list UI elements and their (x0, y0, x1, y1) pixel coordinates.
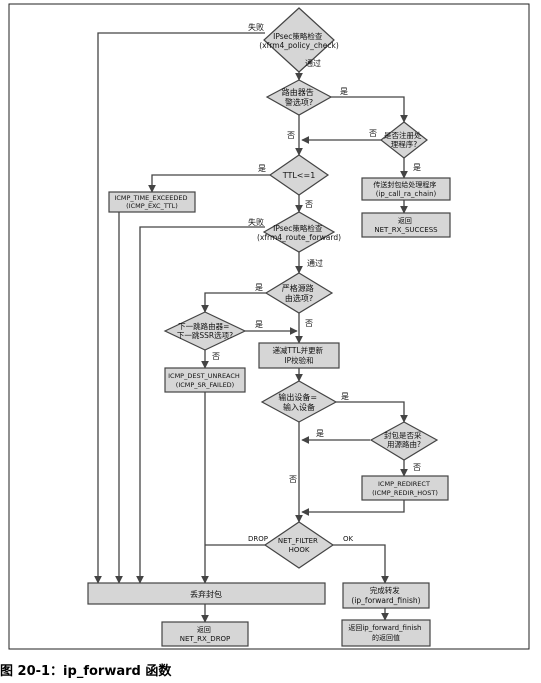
next-hop-diamond (163, 311, 247, 351)
net-filter-hook-diamond (263, 521, 335, 569)
ret-forward-finish-label: 返回ip_forward_finish 的返回值 (348, 624, 423, 642)
call-ra-chain-box (361, 177, 451, 201)
label-route-pass: 通过 (307, 258, 323, 268)
label-srcroute-yes: 是 (316, 429, 324, 438)
router-alert-diamond (265, 79, 333, 116)
edge-route-fail (136, 226, 265, 584)
decrement-ttl-box (258, 342, 340, 369)
label-handler-yes: 是 (413, 163, 421, 172)
drop-packet-box (87, 582, 326, 605)
edge-redirect-merge (301, 500, 405, 516)
label-policy-fail: 失败 (248, 22, 264, 32)
ret-rx-drop-label: 返回 NET_RX_DROP (180, 626, 231, 643)
label-ttl-no: 否 (305, 200, 313, 209)
forward-finish-label: 完成转发 (ip_forward_finish) (351, 585, 420, 605)
label-policy-pass: 通过 (305, 58, 321, 68)
label-strict-yes: 是 (255, 283, 263, 292)
label-hook-drop: DROP (248, 535, 268, 543)
out-dev-label: 输出设备= 输入设备 (278, 392, 319, 412)
decrement-ttl-label: 递减TTL并更新 IP校验和 (272, 345, 325, 365)
label-outdev-no: 否 (289, 475, 297, 484)
label-nexthop-yes: 是 (255, 320, 263, 329)
registered-handler-label: 是否注册处 理程序? (384, 130, 424, 149)
icmp-time-exceeded-label: ICMP_TIME_EXCEEDED (ICMP_EXC_TTL) (114, 194, 189, 210)
out-dev-diamond (260, 380, 338, 423)
source-routed-label: 封包是否采 用源路由? (384, 430, 424, 449)
registered-handler-diamond (380, 121, 428, 159)
ret-rx-success-box (361, 212, 451, 238)
label-route-fail: 失败 (248, 217, 264, 227)
next-hop-label: 下一跳路由器= 下一跳SSR选项? (177, 321, 233, 340)
strict-source-route-label: 严格源路 由选项? (282, 283, 317, 303)
label-handler-no: 否 (369, 129, 377, 138)
drop-packet-label: 丢弃封包 (190, 589, 222, 599)
forward-finish-box (342, 582, 430, 609)
icmp-time-exceeded-box (108, 191, 196, 213)
icmp-redirect-box (361, 475, 449, 501)
ipsec-route-forward-diamond (262, 211, 336, 253)
router-alert-label: 路由器告 警选项? (282, 87, 317, 107)
icmp-dest-unreach-box (164, 367, 246, 393)
edge-policy-fail (94, 32, 265, 584)
figure-caption: 图 20-1：ip_forward 函数 (0, 664, 172, 679)
shapes (87, 7, 451, 647)
call-ra-chain-label: 传送封包给处理程序 (ip_call_ra_chain) (373, 180, 438, 198)
ret-forward-finish-box (341, 619, 431, 647)
label-outdev-yes: 是 (341, 392, 349, 401)
icmp-redirect-label: ICMP_REDIRECT (ICMP_REDIR_HOST) (372, 480, 438, 497)
label-strict-no: 否 (305, 319, 313, 328)
connectors (94, 32, 408, 623)
edge-alert-yes (330, 96, 408, 123)
edge-labels: 失败 通过 是 否 是 否 是 否 失败 通过 是 否 是 否 是 是 否 否 … (212, 22, 421, 543)
strict-source-route-diamond (264, 272, 334, 314)
ttl-check-label: TTL<=1 (282, 171, 316, 180)
icmp-dest-unreach-label: ICMP_DEST_UNREACH (ICMP_SR_FAILED) (168, 372, 242, 389)
ret-rx-success-label: 返回 NET_RX_SUCCESS (374, 217, 438, 234)
label-nexthop-no: 否 (212, 352, 220, 361)
label-ttl-yes: 是 (258, 164, 266, 173)
page-border (8, 3, 530, 650)
net-filter-hook-label: NET_FILTER HOOK (278, 537, 320, 554)
source-routed-diamond (369, 421, 439, 461)
edge-hook-ok (332, 544, 389, 584)
ipsec-route-forward-label: IPsec策略检查 (xfrm4_route_forward) (257, 223, 341, 242)
label-srcroute-no: 否 (413, 463, 421, 472)
node-labels: IPsec策略检查 (xfrm4_policy_check) 路由器告 警选项?… (114, 31, 438, 643)
edge-ttl-yes (148, 174, 270, 193)
label-alert-yes: 是 (340, 87, 348, 96)
label-alert-no: 否 (287, 131, 295, 140)
edge-strict-yes (201, 292, 266, 313)
ttl-check-diamond (268, 154, 330, 196)
ipsec-policy-check-label: IPsec策略检查 (xfrm4_policy_check) (259, 31, 339, 50)
edge-outdev-yes (336, 401, 408, 423)
ipsec-policy-check-diamond (263, 7, 335, 73)
label-hook-ok: OK (343, 535, 354, 543)
ret-rx-drop-box (161, 621, 249, 647)
